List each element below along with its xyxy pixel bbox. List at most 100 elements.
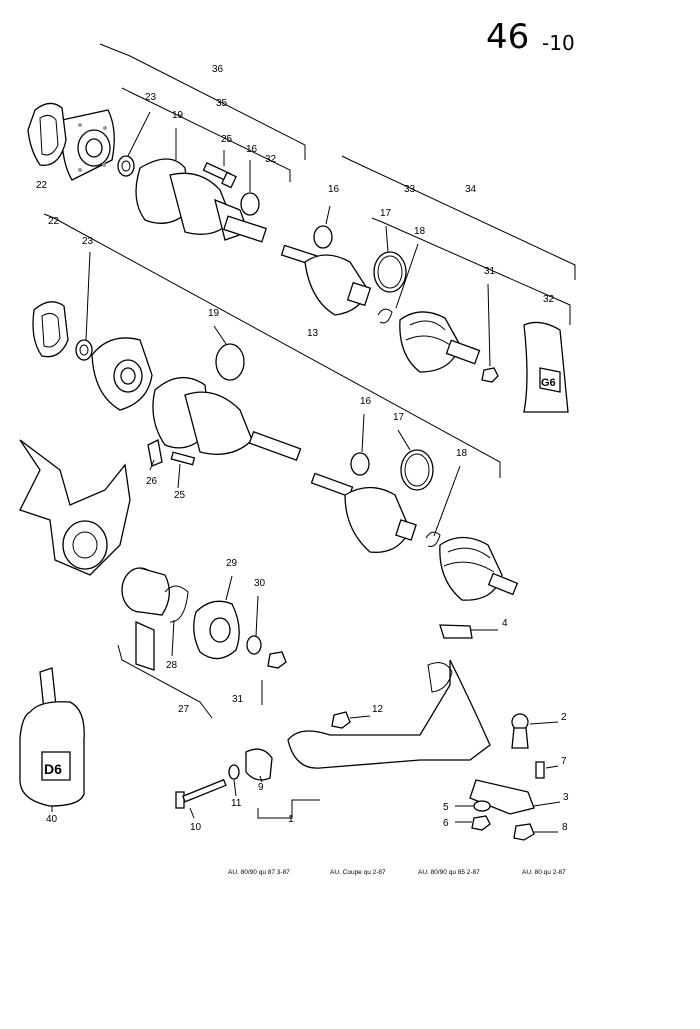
callout-32a: 32 <box>265 154 277 165</box>
footer-note-4: AU. 80 qu 2-87 <box>522 869 566 876</box>
callout-32b: 32 <box>543 294 555 305</box>
mount-bracket-4 <box>439 624 473 639</box>
drive-shaft-lower <box>310 472 417 553</box>
drive-shaft-upper <box>280 244 372 316</box>
callout-27: 27 <box>178 704 190 715</box>
callout-25b: 25 <box>174 490 186 501</box>
callout-29: 29 <box>226 558 238 569</box>
clamp-16c <box>350 452 370 476</box>
link-plate-3 <box>469 779 535 815</box>
callout-8: 8 <box>562 822 568 833</box>
grease-pack-label: G6 <box>541 377 556 389</box>
page-number: 46 <box>486 17 529 57</box>
steering-knuckle <box>19 439 131 576</box>
bracket-group-27 <box>117 644 263 719</box>
callout-6: 6 <box>443 818 449 829</box>
callout-40: 40 <box>46 814 58 825</box>
callout-31a: 31 <box>484 266 496 277</box>
callout-22b: 22 <box>48 216 60 227</box>
callout-7: 7 <box>561 756 567 767</box>
clamp-16a <box>240 192 260 216</box>
callout-18b: 18 <box>456 448 468 459</box>
inner-cv-joint-flange <box>61 109 115 181</box>
grease-pack-g6: G6 <box>523 321 569 413</box>
outer-boot-upper <box>399 311 481 373</box>
bracket-26 <box>147 439 163 467</box>
callout-33: 33 <box>404 184 416 195</box>
callout-36: 36 <box>212 64 224 75</box>
seal-30 <box>246 635 262 655</box>
callout-28: 28 <box>166 660 178 671</box>
nut-31b <box>267 651 287 669</box>
inner-cv-joint-flange-b <box>91 337 153 411</box>
callout-26: 26 <box>146 476 158 487</box>
callout-25a: 25 <box>221 134 233 145</box>
bolt-7 <box>535 761 545 779</box>
callout-12: 12 <box>372 704 384 715</box>
callout-19b: 19 <box>208 308 220 319</box>
callout-2: 2 <box>561 712 567 723</box>
nut-8 <box>513 823 535 841</box>
nut-31a <box>481 367 499 383</box>
wheel-hub-29 <box>193 600 240 660</box>
callout-16c: 16 <box>360 396 372 407</box>
footer-notes: AU. 80/90 qu 87 3-87 AU. Coupe qu 2-87 A… <box>228 869 566 876</box>
callout-4: 4 <box>502 618 508 629</box>
callout-17a: 17 <box>380 208 392 219</box>
callout-3: 3 <box>563 792 569 803</box>
circlip-18a <box>377 308 393 324</box>
bolt-25b <box>170 451 196 466</box>
circlip-28 <box>164 585 189 623</box>
nut-12 <box>331 711 351 729</box>
wheel-bearing-27 <box>121 567 170 616</box>
bushing-9 <box>245 748 273 781</box>
callout-11: 11 <box>231 798 242 809</box>
oil-bottle-label: D6 <box>44 761 62 777</box>
outer-boot-lower <box>439 536 519 601</box>
callout-19a: 19 <box>172 110 184 121</box>
callout-22a: 22 <box>36 180 48 191</box>
bolt-10 <box>175 778 227 809</box>
callout-34: 34 <box>465 184 477 195</box>
clamp-16b <box>313 225 333 249</box>
washer-11 <box>228 764 240 780</box>
leader-lines <box>51 111 561 833</box>
dust-seal-23a <box>117 155 135 177</box>
clamp-17b <box>400 449 434 491</box>
page-suffix: -10 <box>542 31 575 55</box>
callout-31b: 31 <box>232 694 244 705</box>
callout-17b: 17 <box>393 412 405 423</box>
callout-35: 35 <box>216 98 228 109</box>
callout-23a: 23 <box>145 92 157 103</box>
callout-13: 13 <box>307 328 319 339</box>
footer-note-1: AU. 80/90 qu 87 3-87 <box>228 869 290 876</box>
washer-5 <box>473 800 491 812</box>
top-assembly-bracket <box>43 43 576 478</box>
boot-inner-middle <box>152 377 302 462</box>
callout-16b: 16 <box>328 184 340 195</box>
bracket-group-1 <box>257 799 320 819</box>
oil-bottle-d6: D6 <box>19 667 85 807</box>
dust-seal-23b <box>75 339 93 361</box>
callout-30: 30 <box>254 578 266 589</box>
footer-note-2: AU. Coupe qu 2-87 <box>330 869 386 876</box>
callout-16a: 16 <box>246 144 258 155</box>
callout-18a: 18 <box>414 226 426 237</box>
footer-note-3: AU. 80/90 qu 85 2-87 <box>418 869 480 876</box>
gasket-ring-22a <box>27 102 67 166</box>
gasket-ring-22b <box>32 301 69 358</box>
callout-23b: 23 <box>82 236 94 247</box>
insert-panel <box>135 620 155 671</box>
clamp-19b <box>215 343 245 381</box>
callout-1: 1 <box>288 814 294 825</box>
callout-10: 10 <box>190 822 202 833</box>
callout-labels: 36 23 19 35 25 16 32 22 16 33 34 17 18 3… <box>36 64 569 833</box>
boot-inner-top <box>135 158 268 243</box>
circlip-18b <box>425 531 441 547</box>
callout-9: 9 <box>258 782 264 793</box>
control-arm-wishbone <box>287 659 491 769</box>
clamp-17a <box>373 251 407 293</box>
callout-5: 5 <box>443 802 449 813</box>
